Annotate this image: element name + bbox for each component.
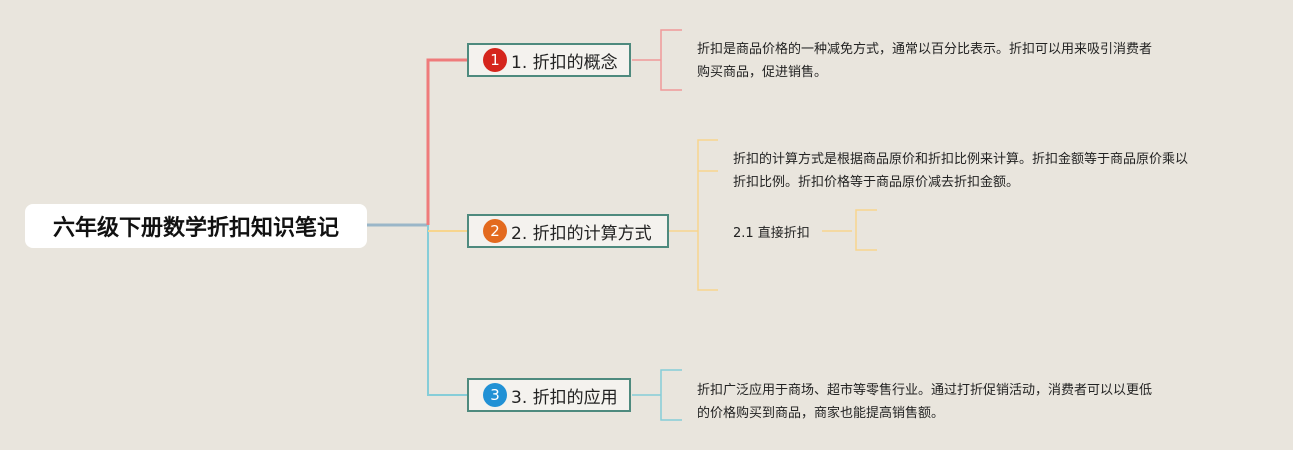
branch-topic-3[interactable]: 3 3. 折扣的应用 [467, 378, 631, 412]
number-2-badge: 2 [483, 219, 507, 243]
branch-1-note: 折扣是商品价格的一种减免方式，通常以百分比表示。折扣可以用来吸引消费者 购买商品… [697, 38, 1152, 84]
branch-topic-1[interactable]: 1 1. 折扣的概念 [467, 43, 631, 77]
branch-3-connector [427, 225, 467, 396]
note-line: 的价格购买到商品，商家也能提高销售额。 [697, 406, 945, 421]
root-topic[interactable]: 六年级下册数学折扣知识笔记 [25, 204, 367, 248]
number-1-badge: 1 [483, 48, 507, 72]
subtopic-direct-discount-label: 2.1 直接折扣 [733, 226, 810, 241]
branch-2-note: 折扣的计算方式是根据商品原价和折扣比例来计算。折扣金额等于商品原价乘以 折扣比例… [733, 148, 1188, 194]
branch-2-bracket [668, 139, 877, 291]
branch-1-bracket [632, 29, 682, 91]
branch-1-connector [426, 58, 467, 225]
note-line: 购买商品，促进销售。 [697, 65, 828, 80]
branch-topic-1-label: 1. 折扣的概念 [511, 52, 618, 73]
number-3-badge: 3 [483, 383, 507, 407]
note-line: 折扣比例。折扣价格等于商品原价减去折扣金额。 [733, 175, 1020, 190]
root-topic-label: 六年级下册数学折扣知识笔记 [52, 216, 339, 241]
note-line: 折扣广泛应用于商场、超市等零售行业。通过打折促销活动，消费者可以以更低 [697, 383, 1153, 398]
branch-3-note: 折扣广泛应用于商场、超市等零售行业。通过打折促销活动，消费者可以以更低 的价格购… [697, 379, 1152, 425]
subtopic-direct-discount[interactable]: 2.1 直接折扣 [733, 222, 810, 241]
branch-topic-3-label: 3. 折扣的应用 [511, 387, 618, 408]
branch-topic-2[interactable]: 2 2. 折扣的计算方式 [467, 214, 669, 248]
note-line: 折扣的计算方式是根据商品原价和折扣比例来计算。折扣金额等于商品原价乘以 [733, 152, 1189, 167]
branch-3-bracket [632, 369, 682, 421]
note-line: 折扣是商品价格的一种减免方式，通常以百分比表示。折扣可以用来吸引消费者 [697, 42, 1153, 57]
branch-topic-2-label: 2. 折扣的计算方式 [511, 223, 652, 244]
